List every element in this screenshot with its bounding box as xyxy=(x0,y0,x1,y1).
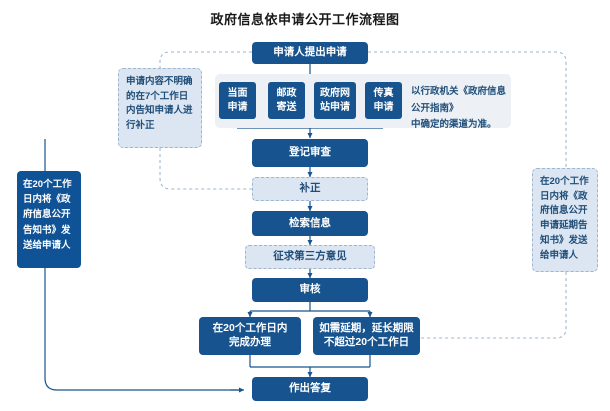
node-submit-application[interactable]: 申请人提出申请 xyxy=(252,42,368,64)
channel-postal-mail-line1: 邮政 xyxy=(276,88,297,99)
node-make-reply-label: 作出答复 xyxy=(289,382,331,395)
note-supplement-requirement-text: 申请内容不明确的在7个工作日内告知申请人进行补正 xyxy=(126,76,193,132)
node-supplement[interactable]: 补正 xyxy=(252,177,368,201)
node-extension-period-line2: 不超过20个工作日 xyxy=(323,336,410,348)
node-registration-review[interactable]: 登记审查 xyxy=(252,139,368,167)
node-audit-label: 审核 xyxy=(299,283,321,296)
channel-postal-mail-line2: 寄送 xyxy=(276,101,297,113)
channel-in-person-line1: 当面 xyxy=(227,88,248,99)
channel-panel-note: 以行政机关《政府信息公开指南》 中确定的渠道为准。 xyxy=(411,84,511,134)
note-right-extension-notice: 在20个工作日内将《政府信息公开申请延期告知书》发送给申请人 xyxy=(532,168,598,272)
note-supplement-requirement: 申请内容不明确的在7个工作日内告知申请人进行补正 xyxy=(118,68,202,148)
node-make-reply[interactable]: 作出答复 xyxy=(252,377,368,401)
node-third-party-opinion-label: 征求第三方意见 xyxy=(273,250,347,263)
channel-in-person-line2: 申请 xyxy=(227,101,248,113)
node-search-information-label: 检索信息 xyxy=(289,216,331,229)
node-complete-within-20-days[interactable]: 在20个工作日内 完成办理 xyxy=(199,317,301,355)
note-left-disclosure-notice-text: 在20个工作日内将《政府信息公开告知书》发送给申请人 xyxy=(23,179,72,251)
channel-fax-line2: 申请 xyxy=(373,101,394,113)
node-extension-period[interactable]: 如需延期，延长期限 不超过20个工作日 xyxy=(313,317,420,355)
channel-government-website-line1: 政府网 xyxy=(320,88,350,99)
node-third-party-opinion[interactable]: 征求第三方意见 xyxy=(245,245,375,269)
page-title: 政府信息依申请公开工作流程图 xyxy=(210,12,400,27)
note-left-disclosure-notice: 在20个工作日内将《政府信息公开告知书》发送给申请人 xyxy=(17,171,81,268)
channel-government-website[interactable]: 政府网 站申请 xyxy=(314,82,356,119)
channel-fax[interactable]: 传真 申请 xyxy=(365,82,402,119)
node-complete-within-20-days-line1: 在20个工作日内 xyxy=(212,322,288,335)
node-audit[interactable]: 审核 xyxy=(252,278,368,302)
node-supplement-label: 补正 xyxy=(299,182,321,195)
channel-in-person[interactable]: 当面 申请 xyxy=(219,82,256,119)
channel-panel-note-line1: 以行政机关《政府信息公开指南》 xyxy=(411,86,507,114)
channel-government-website-line2: 站申请 xyxy=(320,101,350,113)
node-submit-application-label: 申请人提出申请 xyxy=(273,46,347,59)
note-right-extension-notice-text: 在20个工作日内将《政府信息公开申请延期告知书》发送给申请人 xyxy=(540,176,589,261)
node-search-information[interactable]: 检索信息 xyxy=(252,211,368,236)
node-complete-within-20-days-line2: 完成办理 xyxy=(229,336,271,348)
node-extension-period-line1: 如需延期，延长期限 xyxy=(319,322,414,335)
node-registration-review-label: 登记审查 xyxy=(289,146,331,159)
channel-panel-note-line2: 中确定的渠道为准。 xyxy=(411,119,497,131)
channel-postal-mail[interactable]: 邮政 寄送 xyxy=(268,82,305,119)
channel-fax-line1: 传真 xyxy=(373,88,394,99)
